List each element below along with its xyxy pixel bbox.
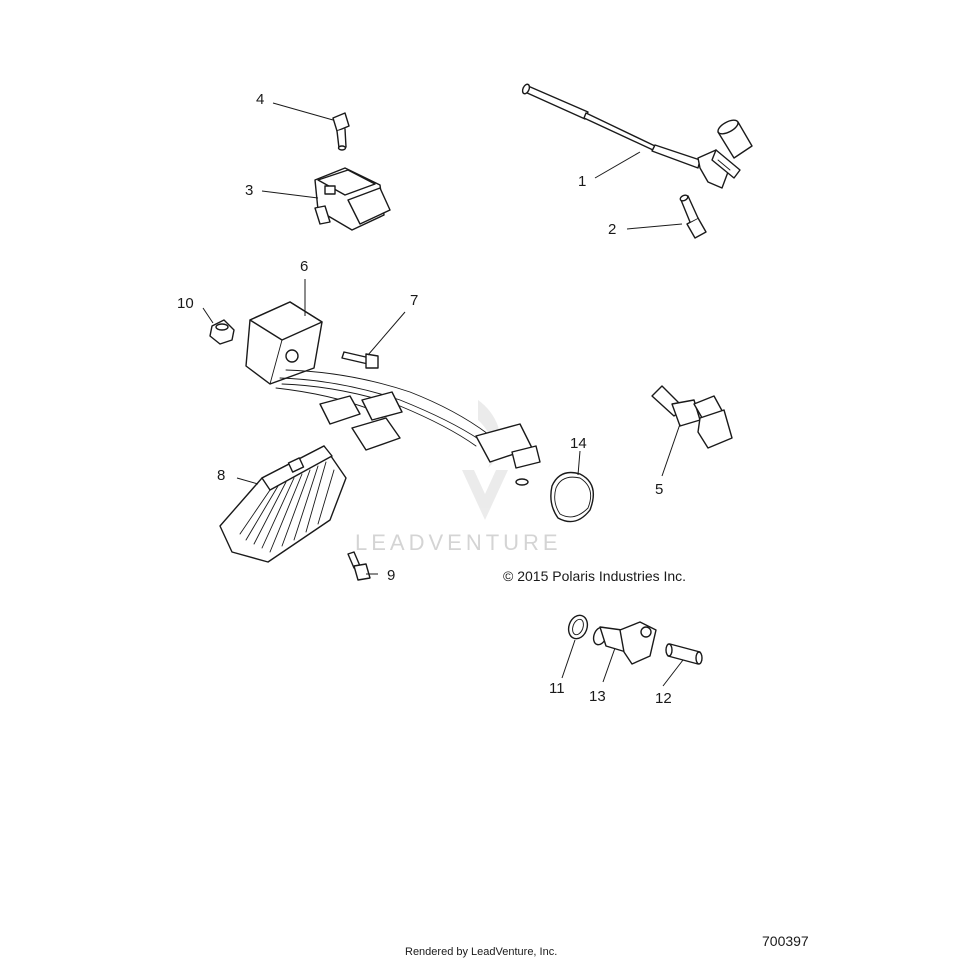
part-8-regulator <box>219 445 347 563</box>
callout-6: 6 <box>300 258 308 275</box>
part-6-ecu-module <box>245 301 323 385</box>
callout-14: 14 <box>570 435 587 452</box>
part-14-gasket <box>550 471 594 523</box>
part-10-nut <box>209 319 235 345</box>
part-4-bolt <box>332 112 350 151</box>
callout-8: 8 <box>217 467 225 484</box>
callout-4: 4 <box>256 91 264 108</box>
part-5-temp-sensor <box>651 385 733 449</box>
callout-13: 13 <box>589 688 606 705</box>
watermark-logo <box>462 400 508 520</box>
part-7-bolt <box>341 351 379 369</box>
callout-11: 11 <box>549 680 565 697</box>
part-1-sensor-cable <box>521 83 753 189</box>
callout-2: 2 <box>608 221 616 238</box>
copyright-text: © 2015 Polaris Industries Inc. <box>503 568 687 584</box>
callout-1: 1 <box>578 173 586 190</box>
callout-10: 10 <box>177 295 194 312</box>
part-12-bolt <box>665 643 703 665</box>
part-3-map-sensor <box>314 167 391 231</box>
part-11-o-ring <box>567 614 589 640</box>
part-13-speed-sensor <box>592 621 657 665</box>
part-9-bolt <box>347 551 371 581</box>
watermark-text: LEADVENTURE <box>355 530 562 555</box>
callout-7: 7 <box>410 292 418 309</box>
callout-5: 5 <box>655 481 663 498</box>
wire-harness <box>275 369 541 486</box>
drawing-number: 700397 <box>762 933 809 949</box>
callout-3: 3 <box>245 182 253 199</box>
footer-text: Rendered by LeadVenture, Inc. <box>405 946 558 958</box>
callout-12: 12 <box>655 690 672 707</box>
leader-lines <box>202 102 684 687</box>
callout-9: 9 <box>387 567 395 584</box>
part-2-bolt <box>679 194 707 239</box>
